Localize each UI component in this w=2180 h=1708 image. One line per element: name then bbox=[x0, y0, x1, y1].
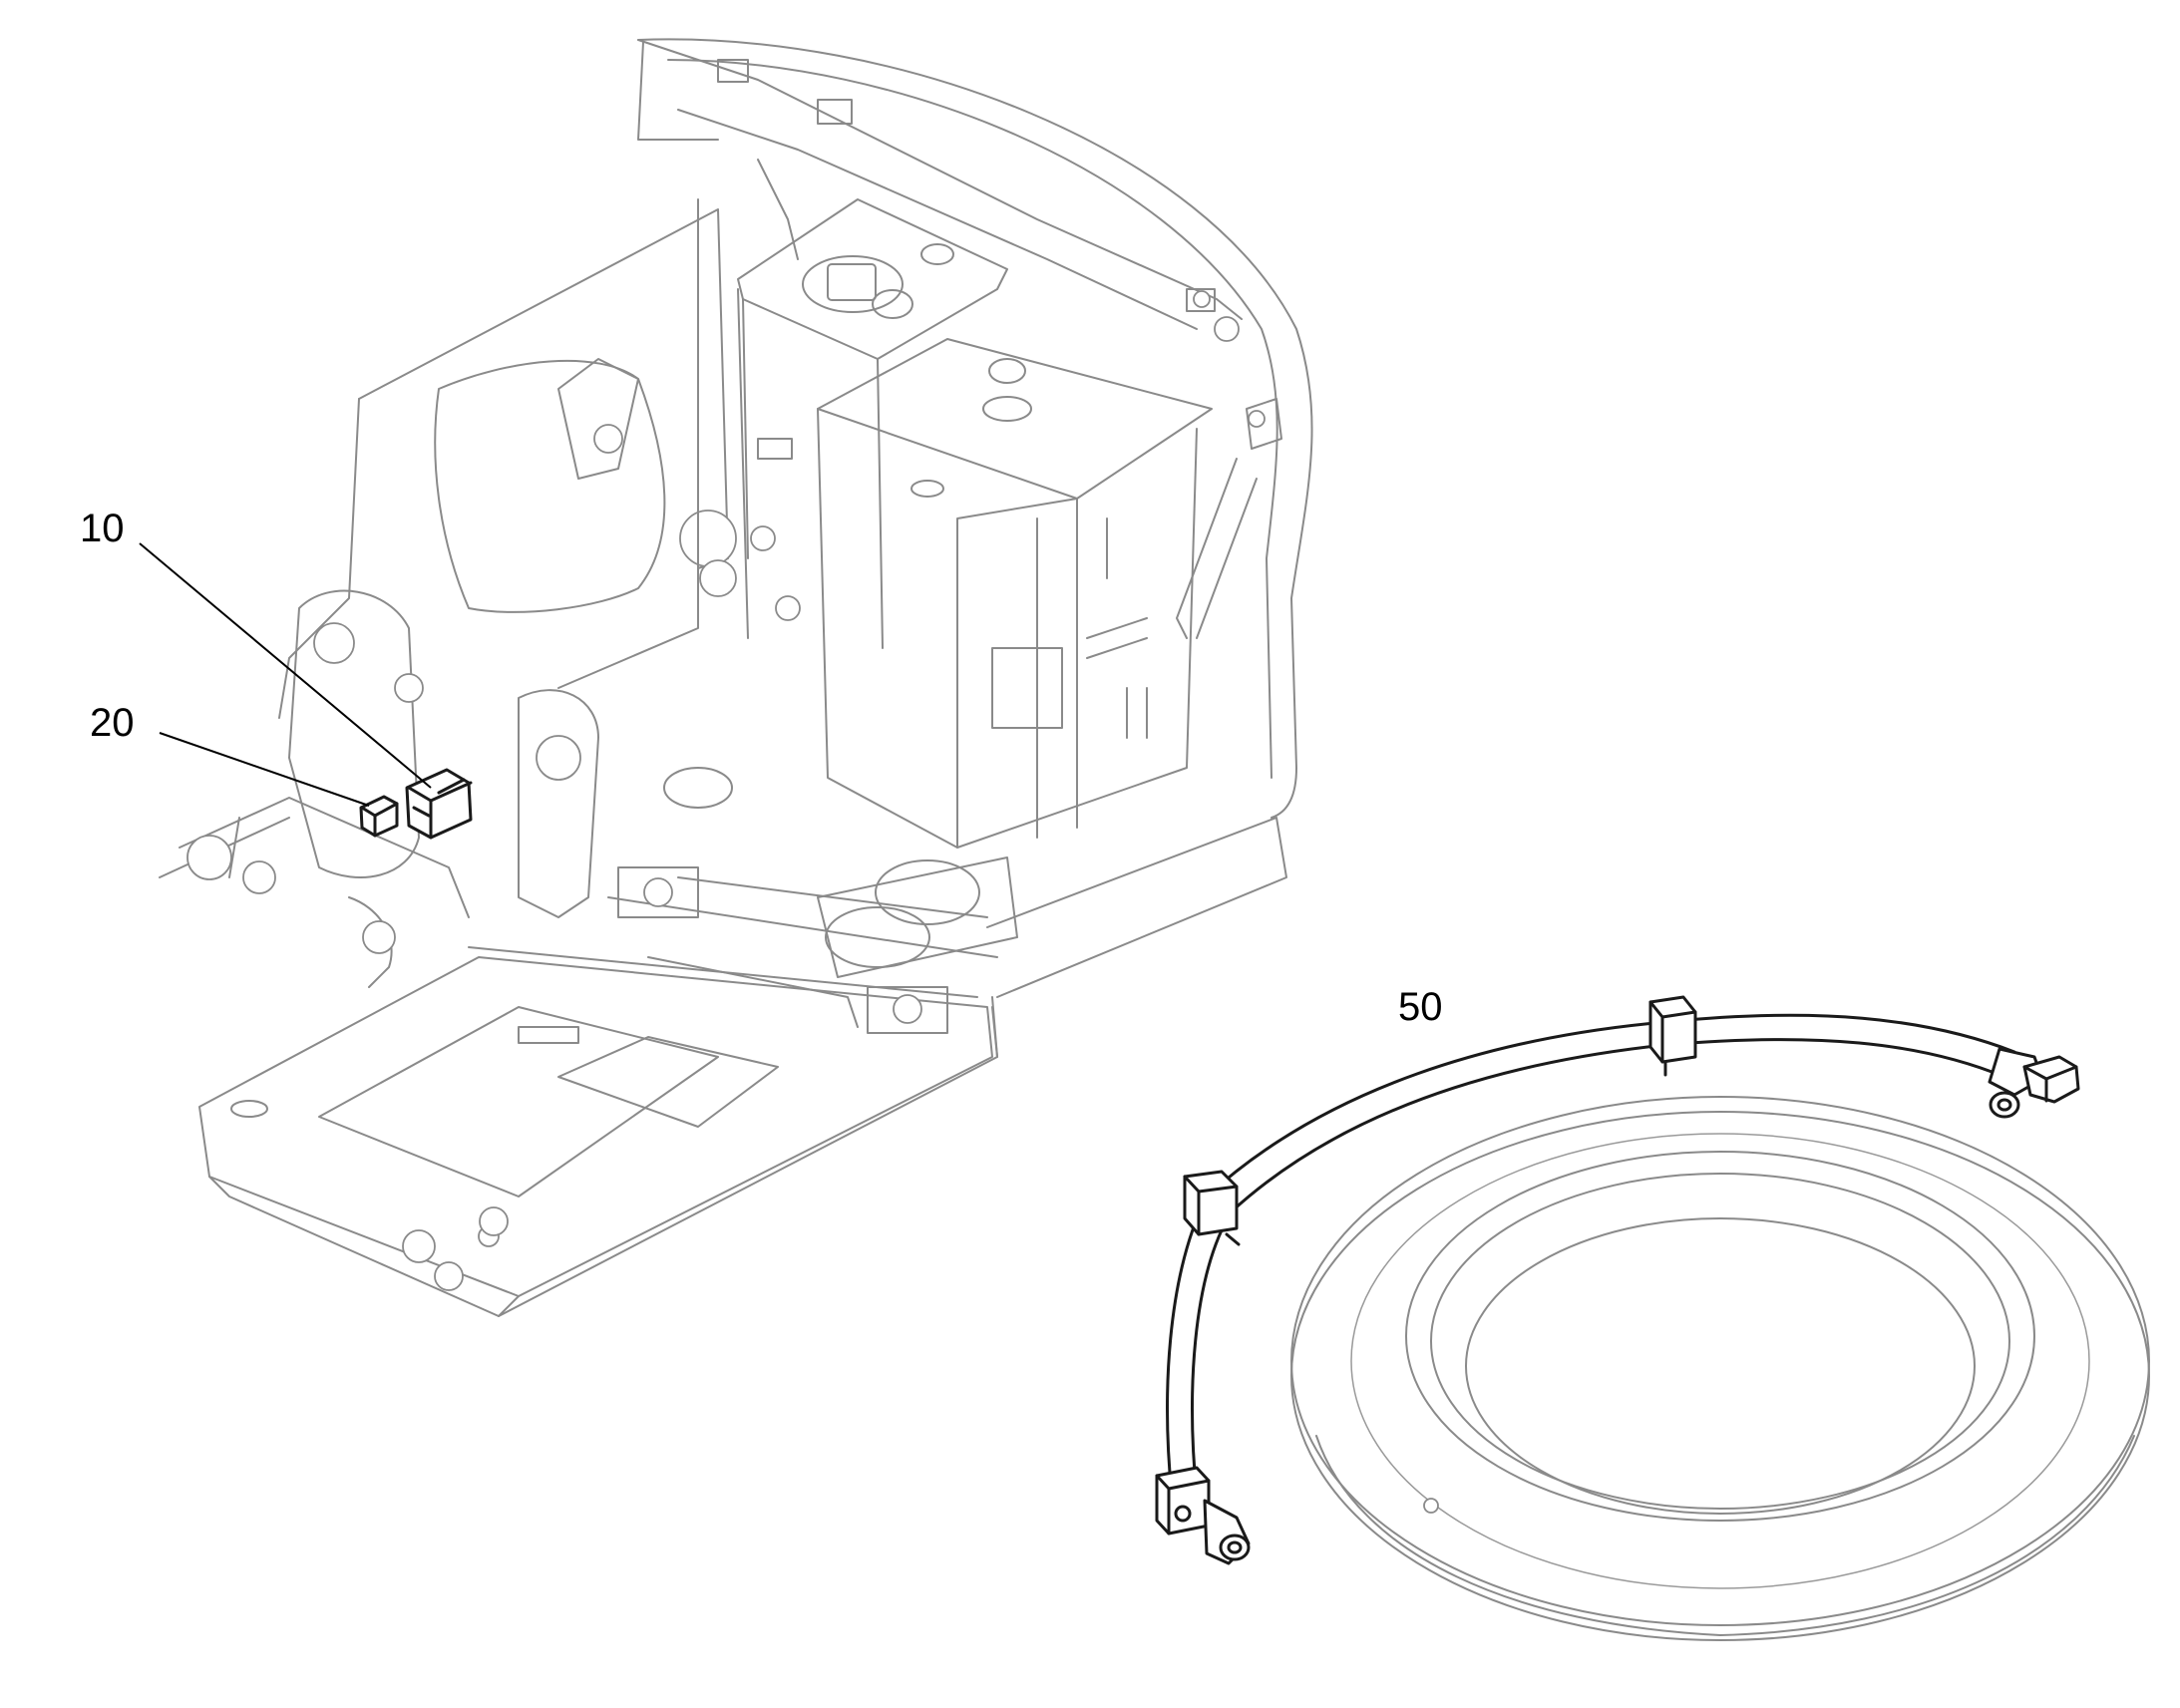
part-10-switch-block bbox=[405, 768, 473, 840]
part-20-connector bbox=[359, 795, 399, 838]
callout-50: 50 bbox=[1398, 985, 1443, 1029]
part-50-hose bbox=[1155, 995, 2080, 1565]
upper-frame bbox=[278, 38, 1313, 819]
fuel-tank-block bbox=[737, 198, 1213, 849]
callout-10: 10 bbox=[80, 507, 125, 550]
leader-lines bbox=[139, 542, 432, 807]
callout-20: 20 bbox=[90, 701, 135, 745]
boom-bracket bbox=[159, 589, 599, 988]
base-frame bbox=[198, 767, 1287, 1317]
slewing-ring bbox=[1290, 1096, 2150, 1641]
